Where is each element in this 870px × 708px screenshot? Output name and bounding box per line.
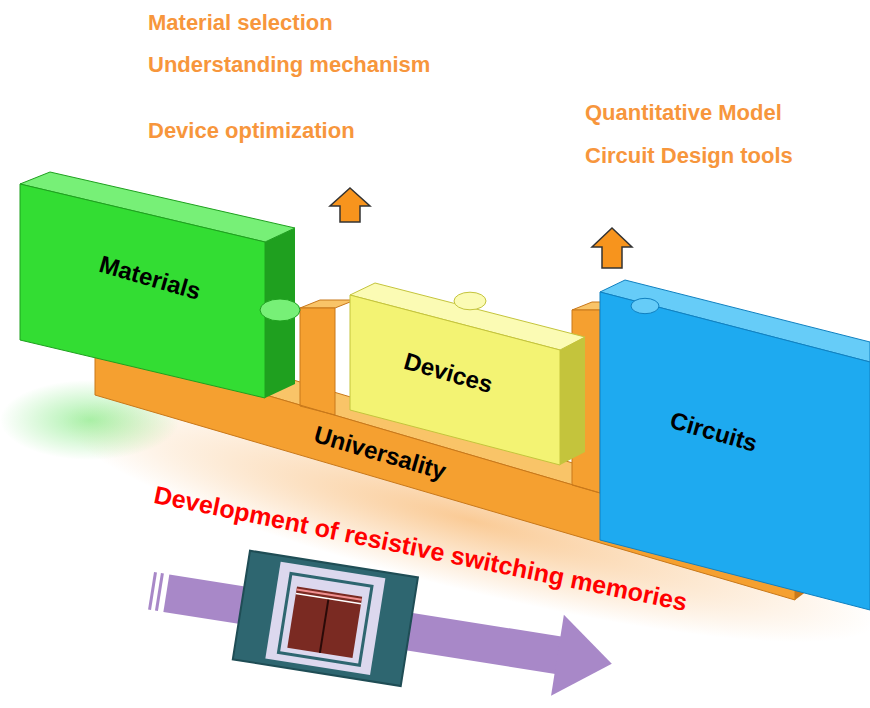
- feature-label: Quantitative Model: [585, 100, 782, 126]
- piece-front: [600, 292, 870, 610]
- up-arrow: [330, 188, 370, 222]
- devices-piece: Devices: [330, 265, 590, 495]
- feature-label: Device optimization: [148, 118, 355, 144]
- puzzle-knob: [631, 298, 659, 313]
- device-chip: [233, 551, 418, 686]
- materials-piece: Materials: [10, 170, 310, 410]
- puzzle-knob: [454, 292, 486, 310]
- piece-front: [20, 184, 265, 398]
- up-arrow: [592, 228, 632, 268]
- feature-label: Circuit Design tools: [585, 143, 793, 169]
- feature-label: Material selection: [148, 10, 333, 36]
- feature-label: Understanding mechanism: [148, 52, 430, 78]
- puzzle-knob: [260, 299, 300, 321]
- piece-side: [560, 337, 585, 465]
- circuits-piece: Circuits: [585, 270, 870, 615]
